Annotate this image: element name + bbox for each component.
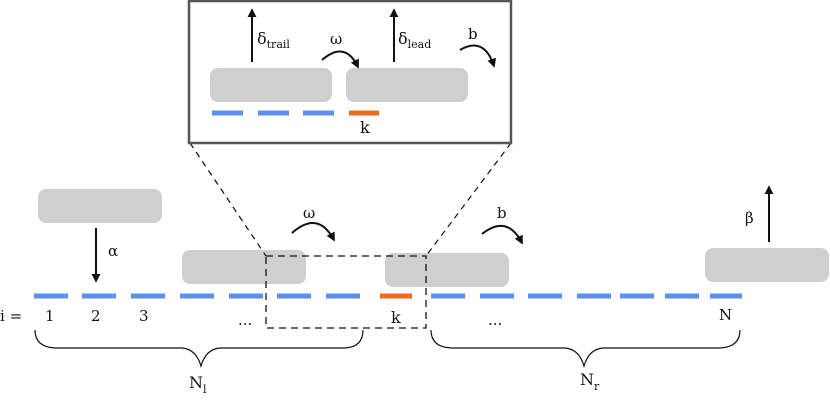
alpha-label: α [108, 242, 118, 260]
inset-leading-particle [346, 68, 468, 102]
omega-hop-arrow [291, 222, 335, 242]
trailing-particle [182, 250, 306, 284]
right-brace [430, 329, 741, 369]
site-2-label: 2 [91, 307, 101, 325]
inset-omega-arrow [321, 50, 359, 69]
site-1-label: 1 [45, 307, 55, 325]
index-label: i = [0, 307, 22, 325]
site-k-label: k [391, 308, 401, 327]
exiting-particle [705, 248, 829, 282]
zoom-connector-left [189, 142, 267, 257]
ellipsis-left: ... [238, 311, 252, 329]
site-3-label: 3 [139, 307, 149, 325]
leading-particle [385, 253, 509, 287]
inset-delta-lead-label: δlead [398, 29, 431, 51]
inset-b-arrow [459, 44, 496, 68]
ellipsis-right: ... [488, 311, 502, 329]
beta-label: β [745, 209, 754, 227]
omega-label: ω [303, 204, 315, 222]
zoom-selection-box [265, 255, 427, 329]
inset-delta-trail-label: δtrail [257, 29, 290, 51]
left-brace [34, 329, 364, 369]
b-label: b [497, 204, 507, 222]
entering-particle [38, 189, 162, 223]
inset-b-label: b [468, 25, 478, 43]
b-hop-arrow [481, 224, 523, 245]
N-right-label: Nr [580, 370, 600, 393]
inset-trailing-particle [210, 68, 332, 102]
zoom-inset: δtrail δlead ω b k [187, 0, 513, 145]
zoom-connector-right [425, 142, 512, 257]
N-left-label: Nl [189, 373, 207, 396]
site-N-label: N [719, 306, 732, 324]
inset-omega-label: ω [330, 30, 342, 48]
inset-site-k-label: k [360, 118, 370, 137]
